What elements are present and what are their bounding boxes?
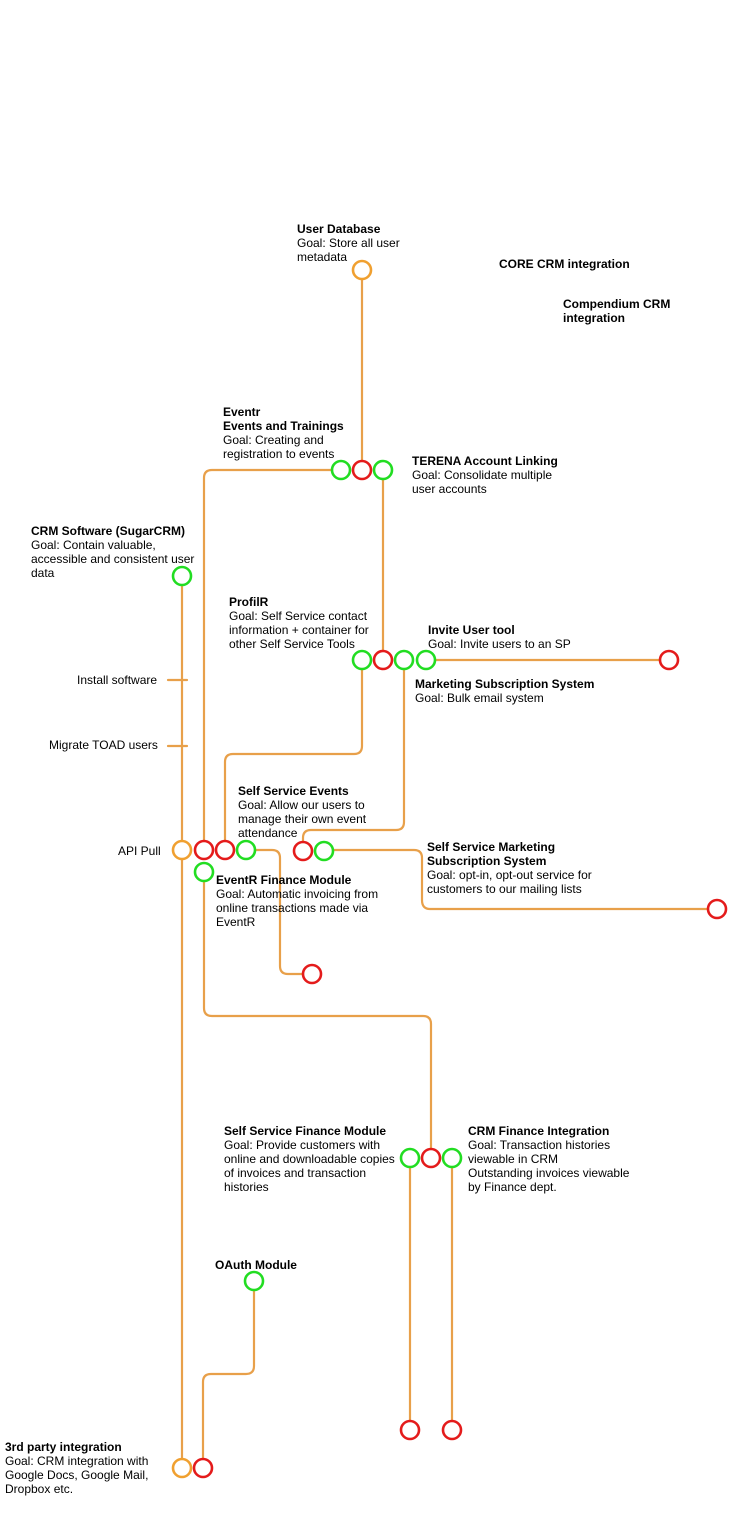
marketing-subscription-node[interactable] [393, 649, 415, 671]
eventr-branch-node[interactable] [193, 839, 215, 861]
profilr-done-node[interactable] [351, 649, 373, 671]
label-eventr: Eventr Events and Trainings Goal: Creati… [223, 405, 344, 461]
label-self-service-marketing: Self Service Marketing Subscription Syst… [427, 840, 592, 896]
label-api-pull: API Pull [118, 844, 161, 858]
label-compendium-crm: Compendium CRM integration [563, 297, 671, 325]
self-service-finance-node[interactable] [399, 1147, 421, 1169]
oauth-node[interactable] [243, 1270, 265, 1292]
label-third-party: 3rd party integration Goal: CRM integrat… [5, 1440, 149, 1496]
label-user-database: User Database Goal: Store all user metad… [297, 222, 400, 264]
self-service-events-blocked-node[interactable] [214, 839, 236, 861]
eventr-finance-end-node[interactable] [301, 963, 323, 985]
track-profilr-down [223, 668, 364, 842]
terena-node[interactable] [372, 459, 394, 481]
invite-user-end-node[interactable] [658, 649, 680, 671]
eventr-blocked-node[interactable] [351, 459, 373, 481]
crm-finance-node[interactable] [441, 1147, 463, 1169]
label-terena-linking: TERENA Account Linking Goal: Consolidate… [412, 454, 558, 496]
label-install-software: Install software [77, 673, 158, 687]
user-database-node[interactable] [351, 259, 373, 281]
label-invite-user: Invite User tool Goal: Invite users to a… [428, 623, 571, 651]
label-self-service-events: Self Service Events Goal: Allow our user… [238, 784, 367, 840]
crm-software-node[interactable] [171, 565, 193, 587]
label-core-crm: CORE CRM integration [499, 257, 630, 271]
label-eventr-finance: EventR Finance Module Goal: Automatic in… [216, 873, 379, 929]
label-crm-finance: CRM Finance Integration Goal: Transactio… [468, 1124, 630, 1194]
track-lines [166, 277, 709, 1460]
track-marketing-down [301, 668, 406, 843]
self-service-events-done-node[interactable] [235, 839, 257, 861]
third-party-planned-node[interactable] [171, 1457, 193, 1479]
label-marketing-subscription: Marketing Subscription System Goal: Bulk… [415, 677, 595, 705]
track-eventr-finance [254, 848, 304, 976]
crm-finance-end-node[interactable] [441, 1419, 463, 1441]
label-self-service-finance: Self Service Finance Module Goal: Provid… [224, 1124, 395, 1194]
self-service-marketing-done-node[interactable] [313, 840, 335, 862]
api-pull-node[interactable] [171, 839, 193, 861]
label-oauth: OAuth Module [215, 1258, 297, 1272]
label-profilr: ProfilR Goal: Self Service contact infor… [229, 595, 369, 651]
profilr-blocked-node[interactable] [372, 649, 394, 671]
track-oauth [201, 1289, 256, 1460]
eventr-finance-node[interactable] [193, 861, 215, 883]
self-service-marketing-blocked-node[interactable] [292, 840, 314, 862]
label-migrate-toad: Migrate TOAD users [49, 738, 158, 752]
third-party-blocked-node[interactable] [192, 1457, 214, 1479]
label-crm-software: CRM Software (SugarCRM) Goal: Contain va… [31, 524, 195, 580]
track-ss-marketing [332, 848, 709, 911]
self-service-finance-end-node[interactable] [399, 1419, 421, 1441]
track-finance-branch [202, 880, 433, 1150]
eventr-done-node[interactable] [330, 459, 352, 481]
track-eventr-left [202, 468, 334, 842]
invite-user-node[interactable] [415, 649, 437, 671]
finance-branch-node[interactable] [420, 1147, 442, 1169]
self-service-marketing-end-node[interactable] [706, 898, 728, 920]
